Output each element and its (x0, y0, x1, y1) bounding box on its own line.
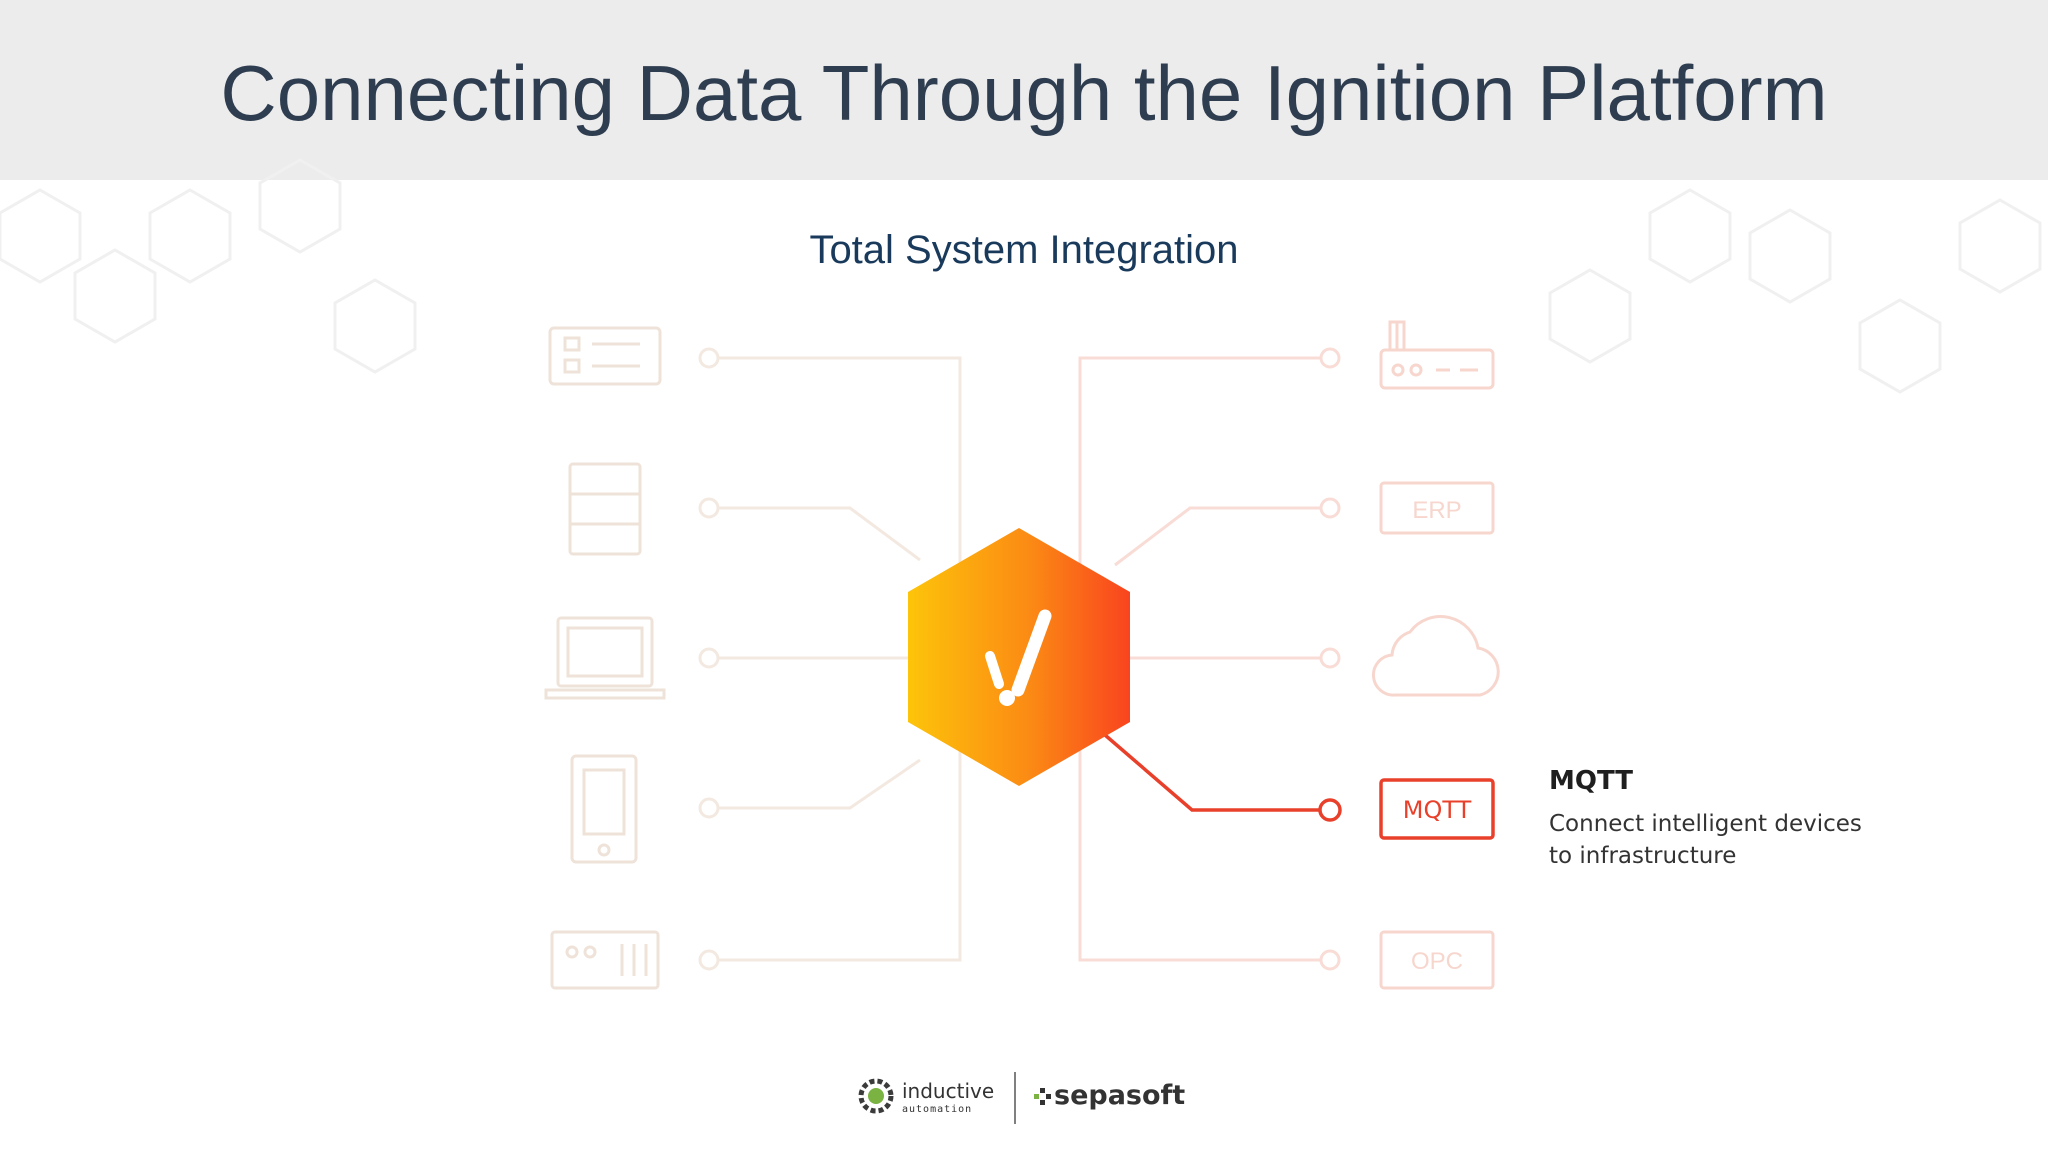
mqtt-connector (1103, 733, 1342, 822)
svg-text:ERP: ERP (1412, 497, 1461, 524)
laptop-icon (544, 616, 666, 700)
inductive-automation-logo: inductive automation (858, 1078, 994, 1115)
router-icon (1379, 320, 1495, 390)
cloud-icon (1371, 615, 1500, 697)
svg-text:automation: automation (902, 1104, 972, 1115)
title-bar (0, 0, 2048, 180)
footer-logos: inductive automation sepasoft (858, 1072, 1185, 1124)
mqtt-detail-panel: MQTT Connect intelligent devices to infr… (1549, 766, 1909, 872)
svg-text:MQTT: MQTT (1403, 796, 1472, 824)
ignition-logo-icon (908, 528, 1130, 786)
svg-text:sepasoft: sepasoft (1054, 1080, 1185, 1111)
mqtt-box: MQTT (1379, 778, 1495, 840)
sepasoft-logo: sepasoft (1034, 1080, 1185, 1111)
mobile-device-icon (570, 754, 638, 864)
left-connectors (698, 347, 962, 971)
controller-icon (550, 930, 660, 990)
hmi-panel-icon (548, 326, 662, 386)
detail-description: Connect intelligent devices to infrastru… (1549, 811, 1862, 869)
svg-text:OPC: OPC (1411, 948, 1463, 975)
opc-box: OPC (1379, 930, 1495, 990)
diagram-subtitle: Total System Integration (809, 228, 1239, 272)
background-hex-pattern (0, 158, 2042, 394)
erp-box: ERP (1379, 481, 1495, 535)
svg-text:inductive: inductive (902, 1079, 994, 1103)
server-rack-icon (568, 462, 642, 556)
detail-title: MQTT (1549, 766, 1634, 796)
slide-title: Connecting Data Through the Ignition Pla… (220, 49, 1828, 137)
